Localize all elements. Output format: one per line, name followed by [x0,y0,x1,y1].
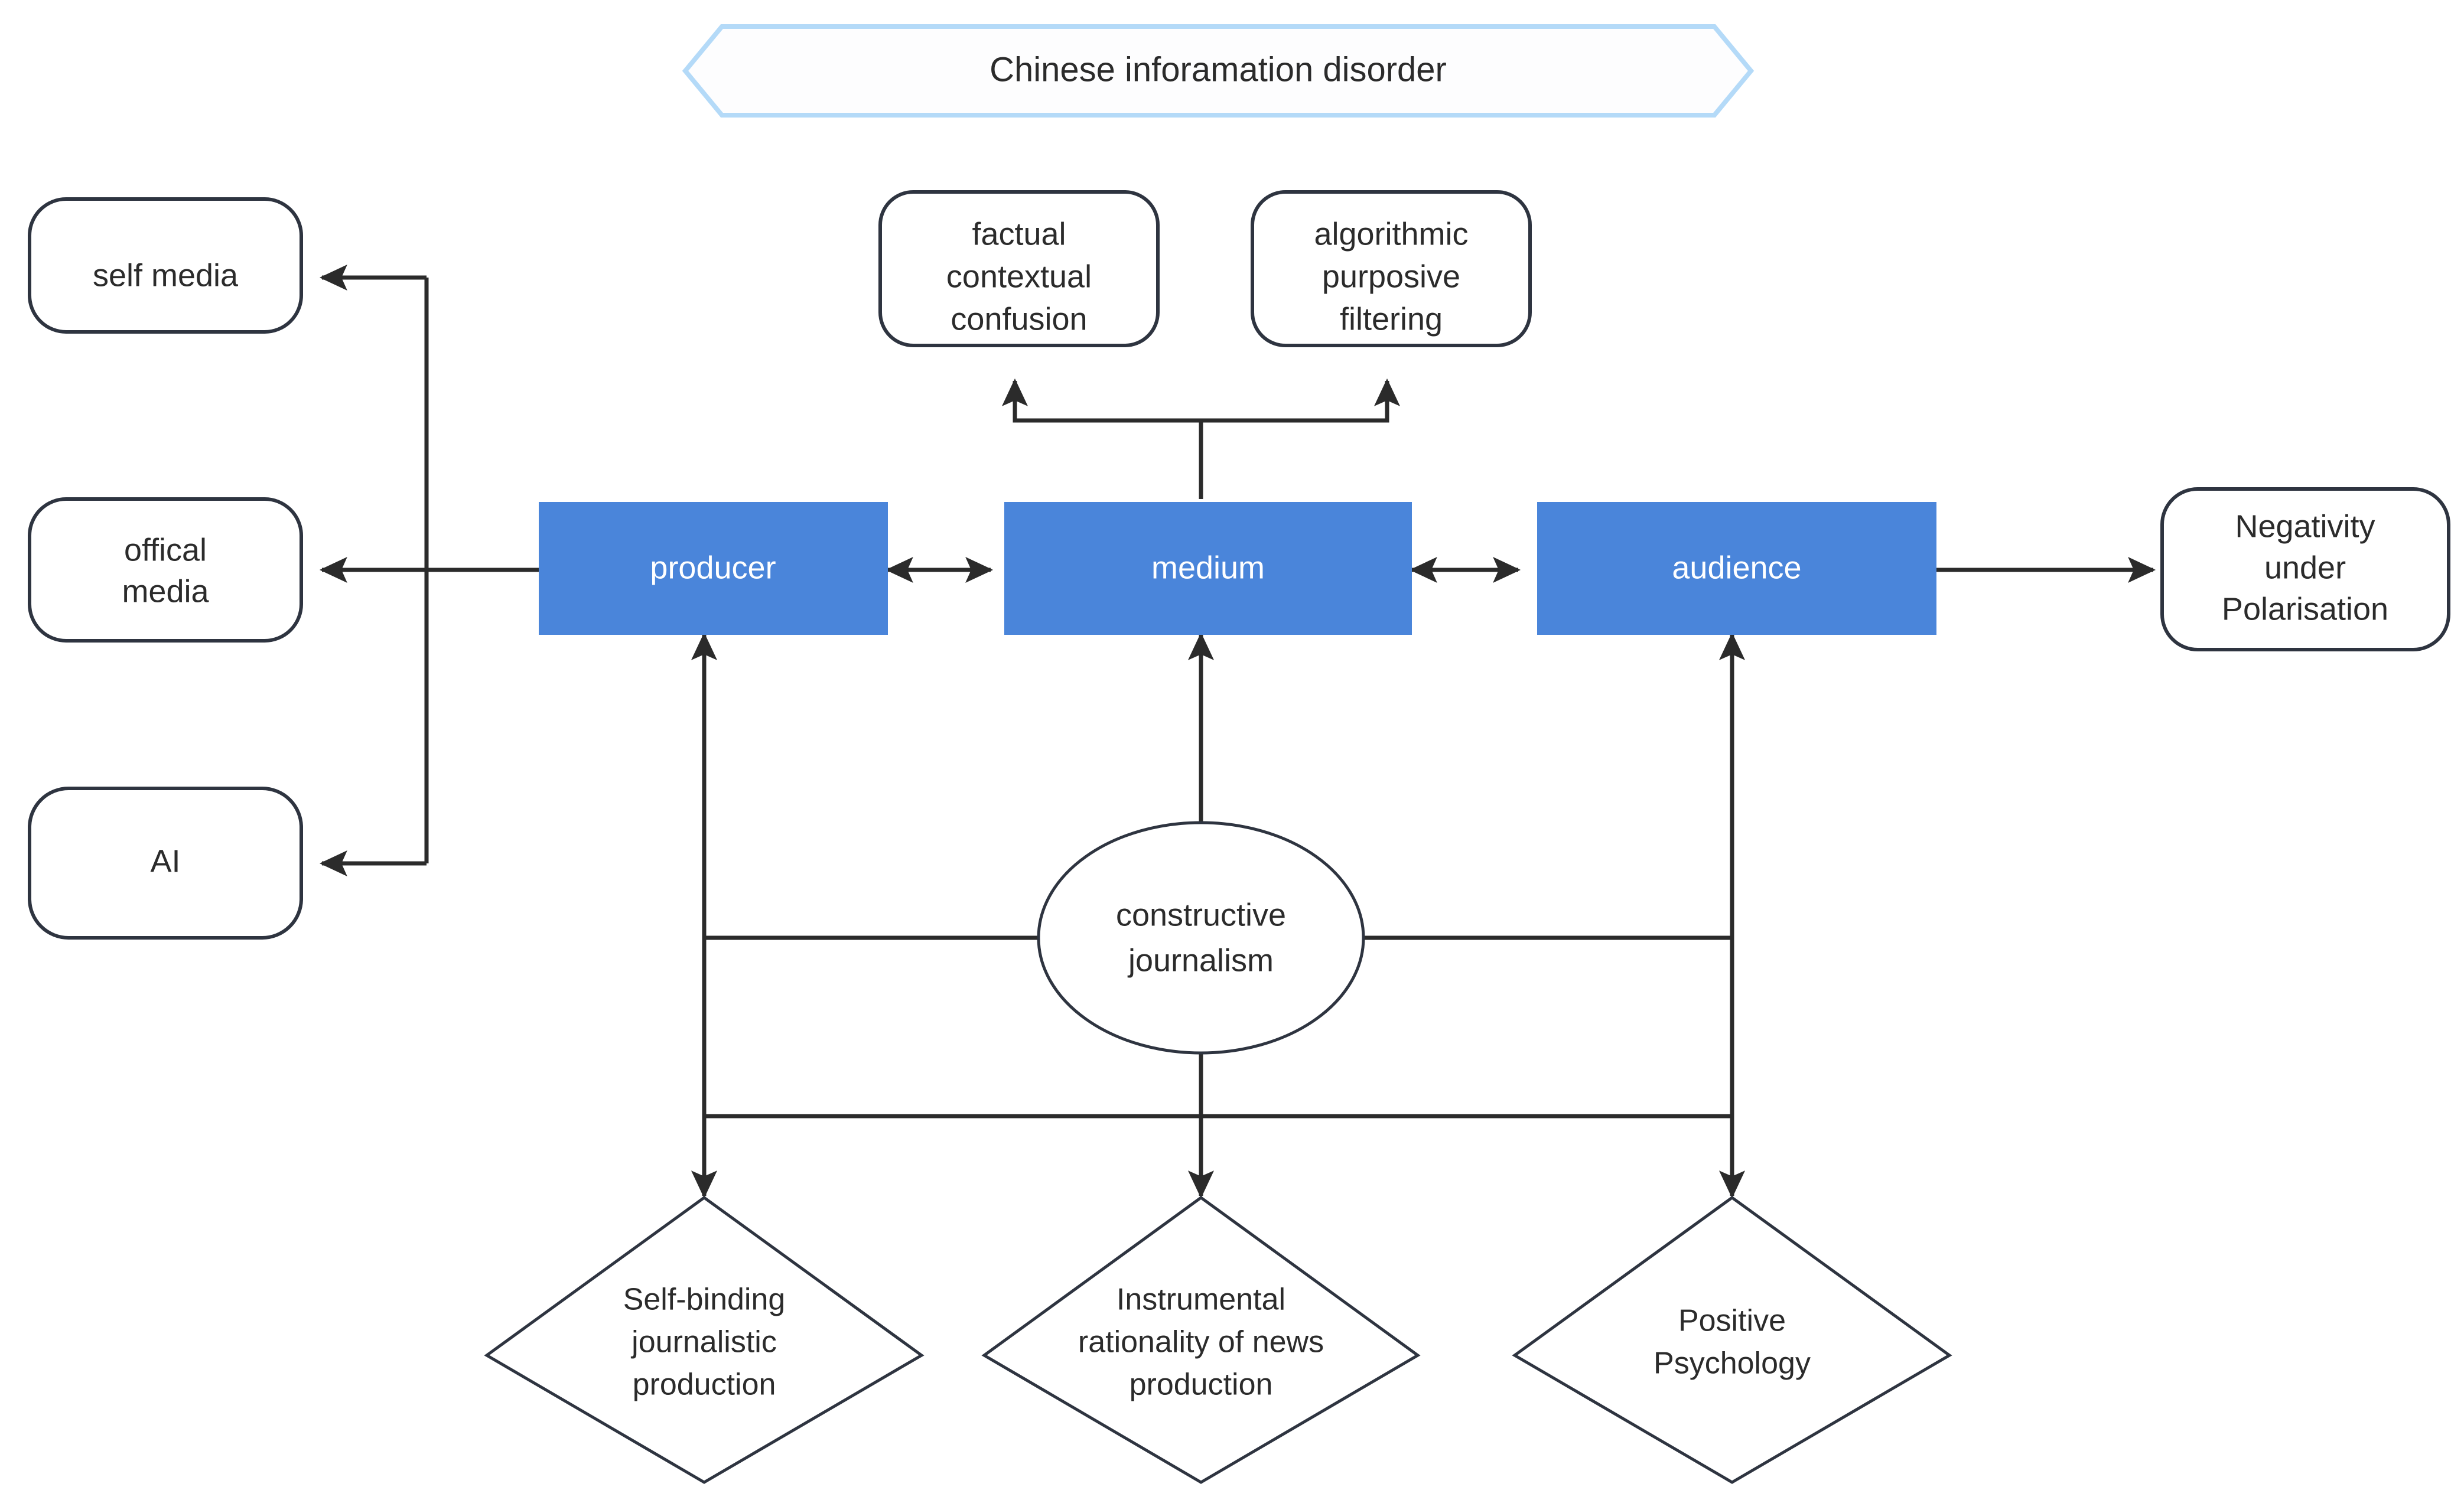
node-instrumental-rationality-line1: Instrumental [1117,1283,1285,1317]
node-factual-confusion-line1: factual [972,216,1066,252]
node-factual-confusion-line2: contextual [946,259,1092,294]
title-banner-label: Chinese inforamation disorder [989,50,1447,89]
node-offical-media[interactable]: offical media [28,497,303,643]
node-self-binding-line1: Self-binding [623,1283,786,1317]
node-self-binding-journalistic-production[interactable]: Self-binding journalistic production [484,1195,925,1484]
node-offical-media-label-line2: media [122,573,209,609]
node-factual-confusion-line3: confusion [951,301,1087,337]
node-constructive-journalism-line2: journalism [1127,943,1274,978]
node-offical-media-label-line1: offical [124,532,207,568]
node-self-media[interactable]: self media [28,197,303,334]
node-constructive-journalism-line1: constructive [1116,897,1286,932]
node-audience-label: audience [1672,550,1801,585]
node-constructive-journalism[interactable]: constructive journalism [1037,821,1365,1055]
node-instrumental-rationality-line2: rationality of news [1078,1325,1324,1359]
node-negativity-line2: under [2264,550,2346,585]
node-positive-psychology-line2: Psychology [1653,1346,1811,1381]
edge-layer [319,264,2156,1199]
node-instrumental-rationality-line3: production [1130,1368,1273,1402]
edge-medium-to-algorithmic-filtering [1201,378,1401,423]
node-negativity-line3: Polarisation [2222,591,2388,627]
title-banner: Chinese inforamation disorder [682,24,1755,118]
node-instrumental-rationality-of-news-production[interactable]: Instrumental rationality of news product… [981,1195,1421,1484]
node-producer-label: producer [650,550,776,585]
node-producer[interactable]: producer [539,502,888,635]
node-algorithmic-filtering-line3: filtering [1340,301,1443,337]
node-algorithmic-filtering-line2: purposive [1322,259,1460,294]
node-positive-psychology[interactable]: Positive Psychology [1512,1195,1952,1484]
node-self-media-label: self media [93,257,239,293]
node-negativity-line1: Negativity [2235,508,2375,544]
node-self-binding-line3: production [633,1368,776,1402]
node-positive-psychology-line1: Positive [1678,1304,1786,1338]
node-audience[interactable]: audience [1537,502,1936,635]
node-algorithmic-filtering-line1: algorithmic [1314,216,1468,252]
node-self-binding-line2: journalistic [630,1325,777,1359]
node-factual-contextual-confusion[interactable]: factual contextual confusion [878,190,1160,347]
node-ai-label: AI [150,843,180,879]
node-medium[interactable]: medium [1004,502,1412,635]
node-negativity-under-polarisation[interactable]: Negativity under Polarisation [2160,487,2450,651]
edge-medium-top-stem [1001,378,1203,499]
node-ai[interactable]: AI [28,787,303,940]
node-medium-label: medium [1151,550,1265,585]
node-algorithmic-purposive-filtering[interactable]: algorithmic purposive filtering [1251,190,1532,347]
